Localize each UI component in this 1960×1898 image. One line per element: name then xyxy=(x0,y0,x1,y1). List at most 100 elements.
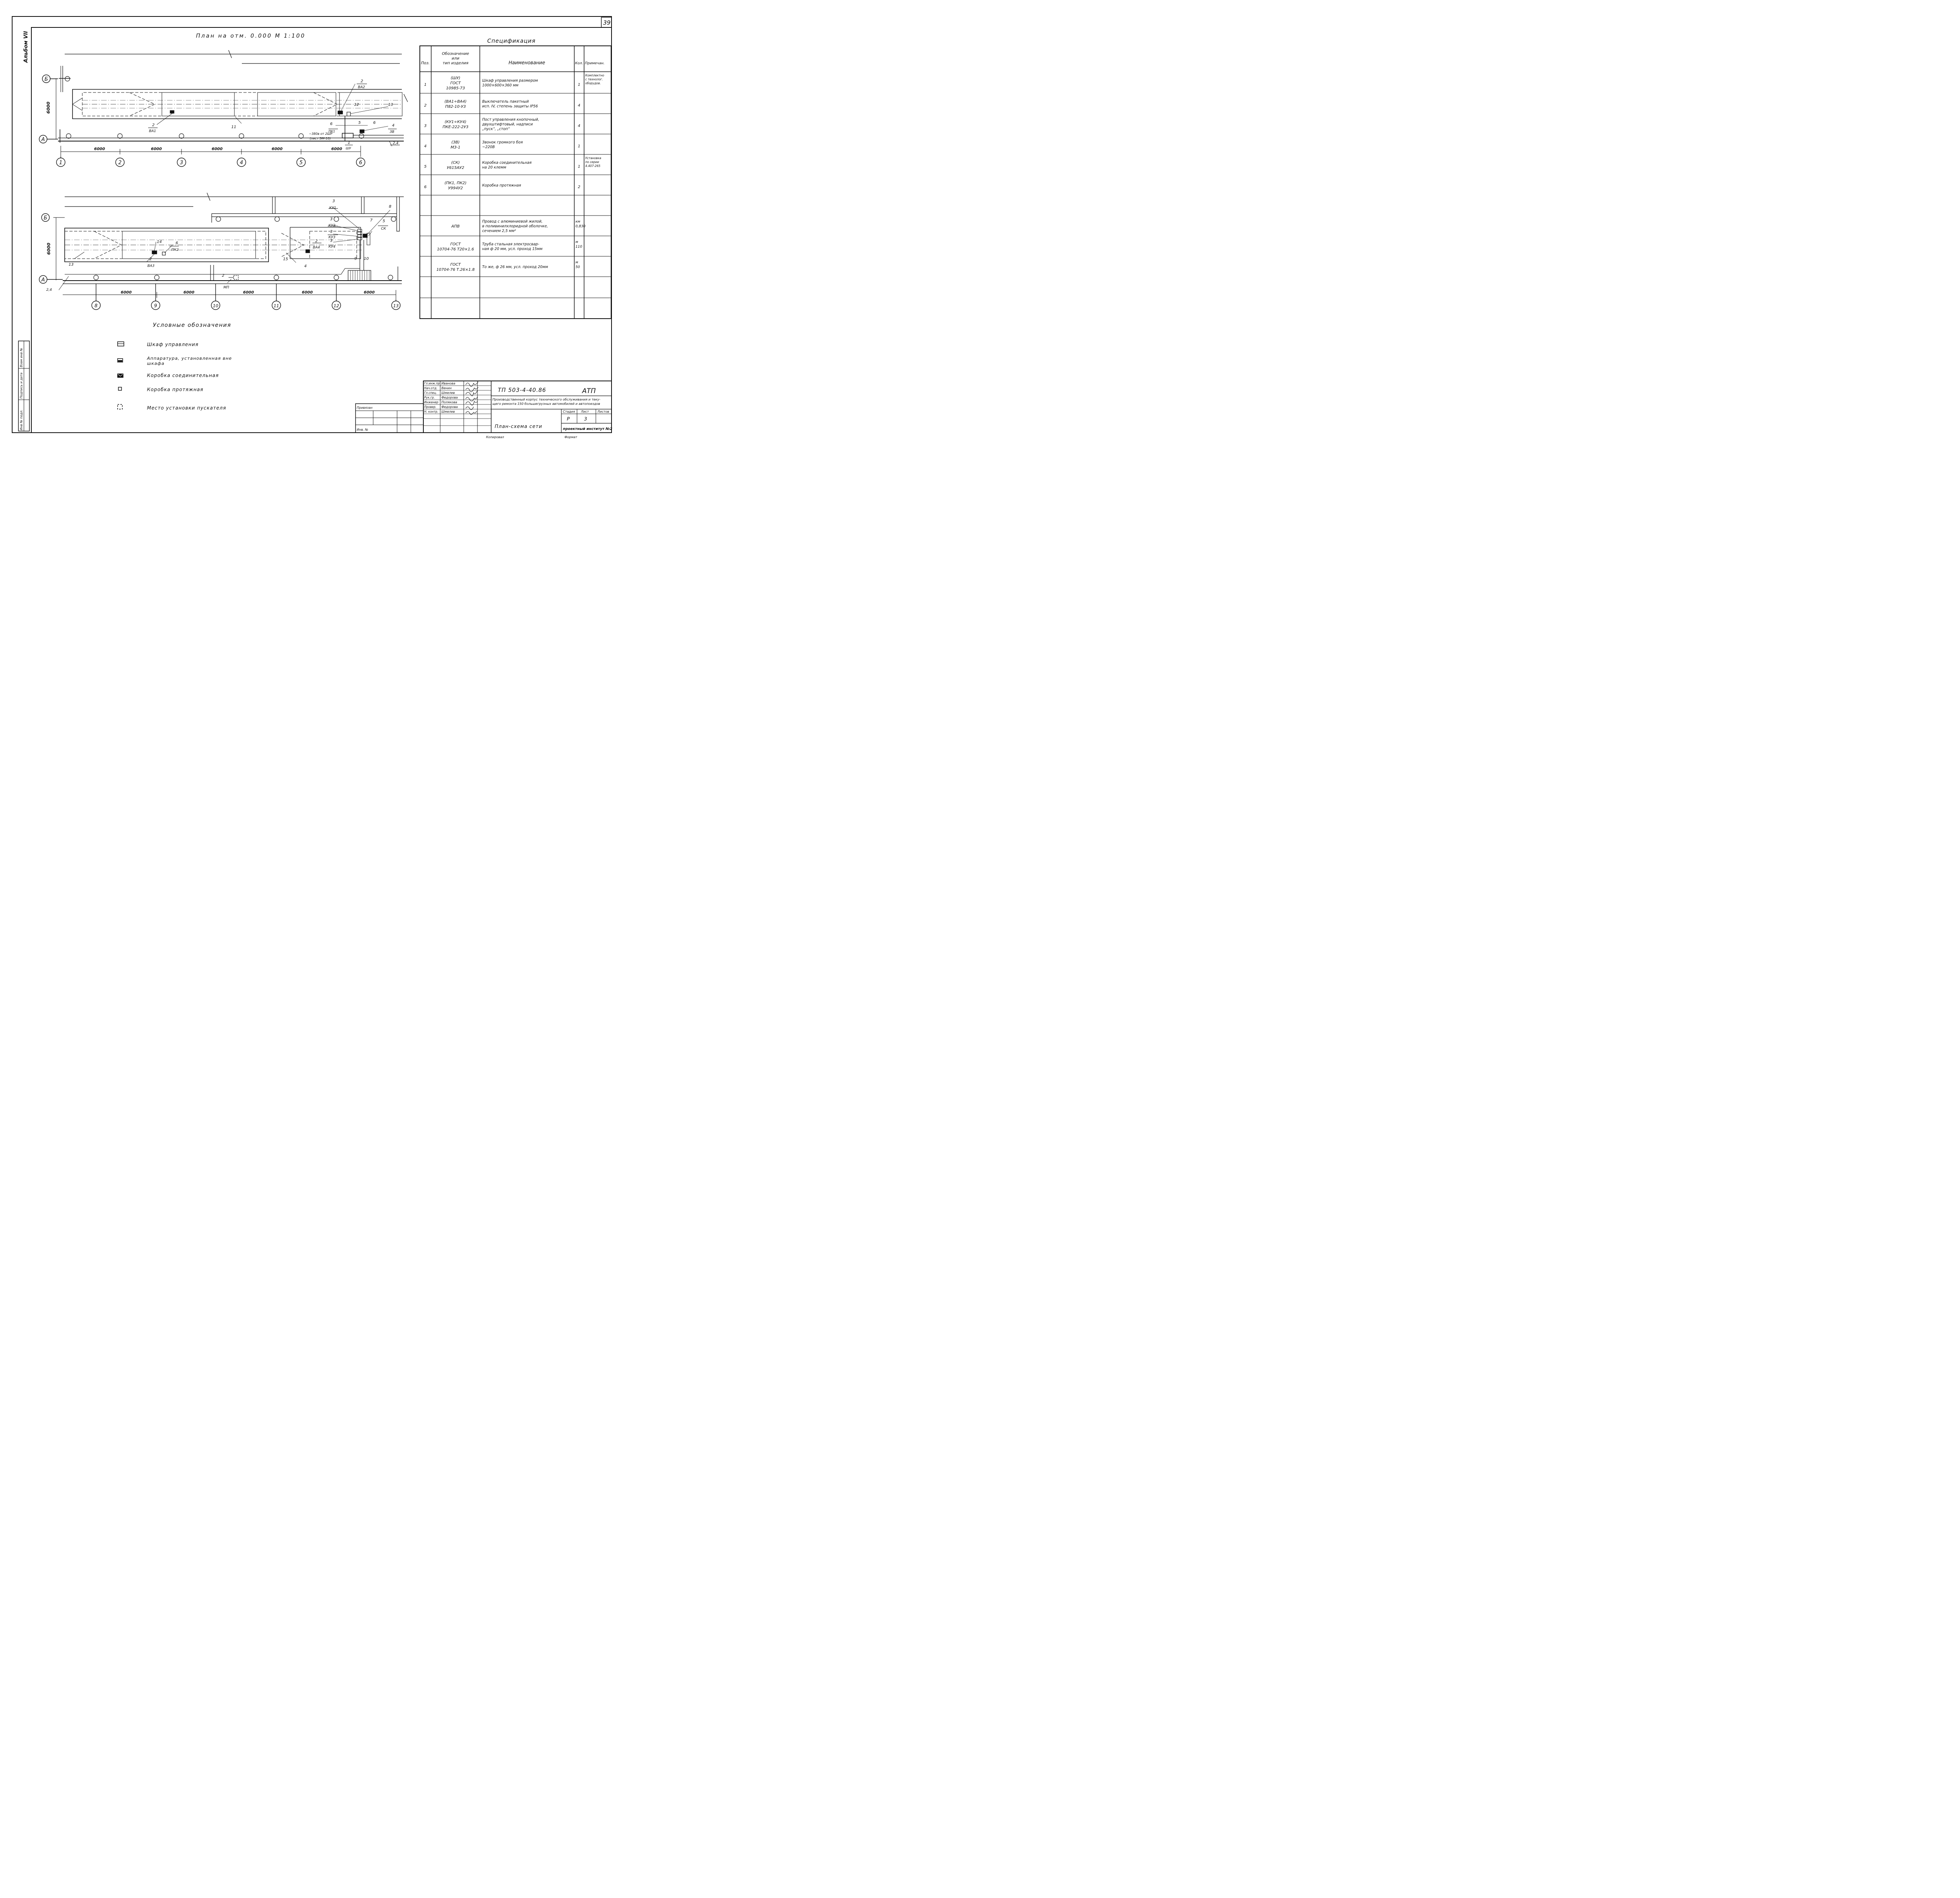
spec-cell-pos: 2 xyxy=(424,103,426,108)
lower-span-dim: 6000 xyxy=(364,290,375,295)
upper-feed-note: (лист ЭМ-10) xyxy=(310,137,331,140)
lower-axis-bubbles xyxy=(91,284,401,310)
upper-tag-num: 5 xyxy=(358,121,361,125)
legend-title: Условные обозначения xyxy=(153,322,231,328)
copied-label: Копировал xyxy=(486,435,504,439)
lower-tag-sub: СК xyxy=(381,227,386,231)
lower-tag-num: 15 xyxy=(283,257,288,261)
spec-cell-designation: ГОСТ xyxy=(450,81,461,85)
spec-cell-name: ная ф 20 мм, усл. проход 15мм xyxy=(482,247,543,251)
title-block-grid xyxy=(355,381,612,433)
spec-cell-designation: (ШУ) xyxy=(451,76,461,80)
lower-slope-note: 2,4 xyxy=(46,288,52,292)
upper-tag-num: 12 xyxy=(354,103,359,107)
upper-axis-bubbles xyxy=(56,157,365,167)
spec-cell-name: двухштифтовый, надписи xyxy=(482,122,533,127)
role-label: Провер. xyxy=(424,405,436,409)
upper-axis-label: 1 xyxy=(59,160,62,166)
legend-item-label: Коробка протяжная xyxy=(147,387,203,392)
role-label: Н. контр. xyxy=(424,410,438,413)
upper-row-markers xyxy=(39,74,58,143)
spec-cell-name: Пост управления кнопочный, xyxy=(482,118,539,122)
lower-tag-num: 2 xyxy=(315,239,318,243)
person-name: Шмелев xyxy=(441,391,455,395)
spec-cell-pos: 6 xyxy=(424,185,426,189)
person-name: Федорова xyxy=(441,396,458,399)
spec-cell-designation: (КУ1÷КУ4) xyxy=(445,120,466,124)
lower-tag-num: 2 xyxy=(149,257,152,261)
upper-tag-num: 11 xyxy=(231,125,236,129)
upper-axis-label: 6 xyxy=(359,160,362,166)
lower-tag-num: 2 xyxy=(222,274,224,278)
lower-row-markers xyxy=(39,213,63,284)
spec-cell-qty: м xyxy=(575,240,578,244)
spec-cell-pos: 1 xyxy=(424,83,426,87)
spec-cell-name: То же, ф 26 мм, усл. проход 20мм xyxy=(482,265,548,269)
signature-marks xyxy=(465,381,479,415)
spec-cell-note: оборудов. xyxy=(585,82,601,85)
spec-cell-designation: П82-10-У3 xyxy=(445,105,466,109)
organization-stamp: проектный институт №2 xyxy=(563,427,612,431)
sheets-label: Листов xyxy=(597,410,609,413)
lower-tag-sub: КУ1 xyxy=(329,206,336,210)
spec-cell-note: по серии xyxy=(585,160,599,164)
doc-code: ТП 503-4-40.86 xyxy=(498,387,546,393)
lower-tag-num: 6 xyxy=(176,241,178,245)
legend-item-label: шкафа xyxy=(147,361,165,366)
role-label: Нач.отд. xyxy=(424,386,437,390)
spec-cell-name: Шкаф управления размером xyxy=(482,79,538,83)
spec-cell-qty: 4 xyxy=(578,124,580,128)
upper-span-dim: 6000 xyxy=(212,147,223,151)
section-code: АТП xyxy=(582,387,596,395)
apparatus-icon xyxy=(117,358,123,363)
spec-title: Спецификация xyxy=(487,38,535,44)
spec-cell-designation: У615АУ2 xyxy=(447,166,464,170)
spec-cell-designation: ПКЕ-222-2У3 xyxy=(443,125,468,129)
person-name: Венин xyxy=(441,386,452,390)
role-label: Гл.инж.пр. xyxy=(424,382,441,385)
lower-tag-sub: ВА3 xyxy=(147,264,154,268)
upper-span-dim: 6000 xyxy=(151,147,162,151)
upper-axis-label: 5 xyxy=(299,160,303,166)
spec-header-qty: Кол. xyxy=(575,62,583,65)
legend-item-label: Аппаратура, установленная вне xyxy=(147,356,232,361)
sheet-value: 3 xyxy=(584,416,587,422)
upper-tag-num: 2 xyxy=(152,123,154,127)
spec-cell-name: Провод с алюминиевой жилой, xyxy=(482,219,543,224)
spec-cell-designation: У994У2 xyxy=(448,186,463,190)
lower-axis-label: 9 xyxy=(154,303,157,308)
stamp-replace-label: Взам инв № xyxy=(20,348,23,367)
role-label: Рук.гр. xyxy=(424,396,435,399)
lower-tag-num: 8 xyxy=(389,205,391,209)
legend-item-label: Шкаф управления xyxy=(147,342,198,347)
spec-cell-qty: км xyxy=(575,220,580,224)
vertical-stamp xyxy=(18,341,30,431)
upper-axis-label: 3 xyxy=(180,160,183,166)
lower-axis-label: 11 xyxy=(274,303,279,308)
spec-header-name: Наименование xyxy=(508,60,545,65)
spec-cell-name: ~220В xyxy=(482,145,495,149)
lower-tag-sub: ПК2 xyxy=(171,248,179,252)
upper-tag-num: 6 xyxy=(330,122,332,126)
spec-header-note: Примечан. xyxy=(585,62,604,65)
upper-tag-sub: ЗВ xyxy=(390,130,394,134)
spec-cell-qty: м xyxy=(575,261,578,265)
spec-cell-qty: 1 xyxy=(578,83,580,87)
legend-item-label: Место установки пускателя xyxy=(147,405,226,411)
sheet-name: План-схема сети xyxy=(495,424,542,429)
spec-cell-designation: (СК) xyxy=(451,161,460,165)
spec-cell-note: с технолог. xyxy=(585,78,603,81)
sheet-number: 39 xyxy=(603,19,610,26)
lower-tag-num: 3 xyxy=(330,217,332,221)
spec-cell-designation: МЗ-1 xyxy=(450,145,460,150)
spec-cell-designation: (ЗВ) xyxy=(451,140,459,145)
spec-cell-name: Коробка протяжная xyxy=(482,183,521,188)
upper-tag-sub: ВА1 xyxy=(149,129,156,133)
stage-label: Стадия xyxy=(563,410,575,413)
lower-span-dim: 6000 xyxy=(121,290,132,295)
person-name: Шмелев xyxy=(441,410,455,413)
upper-tag-num: 1 xyxy=(348,141,350,145)
control-cabinet-icon xyxy=(117,341,124,346)
lower-axis-label: 13 xyxy=(393,303,399,308)
